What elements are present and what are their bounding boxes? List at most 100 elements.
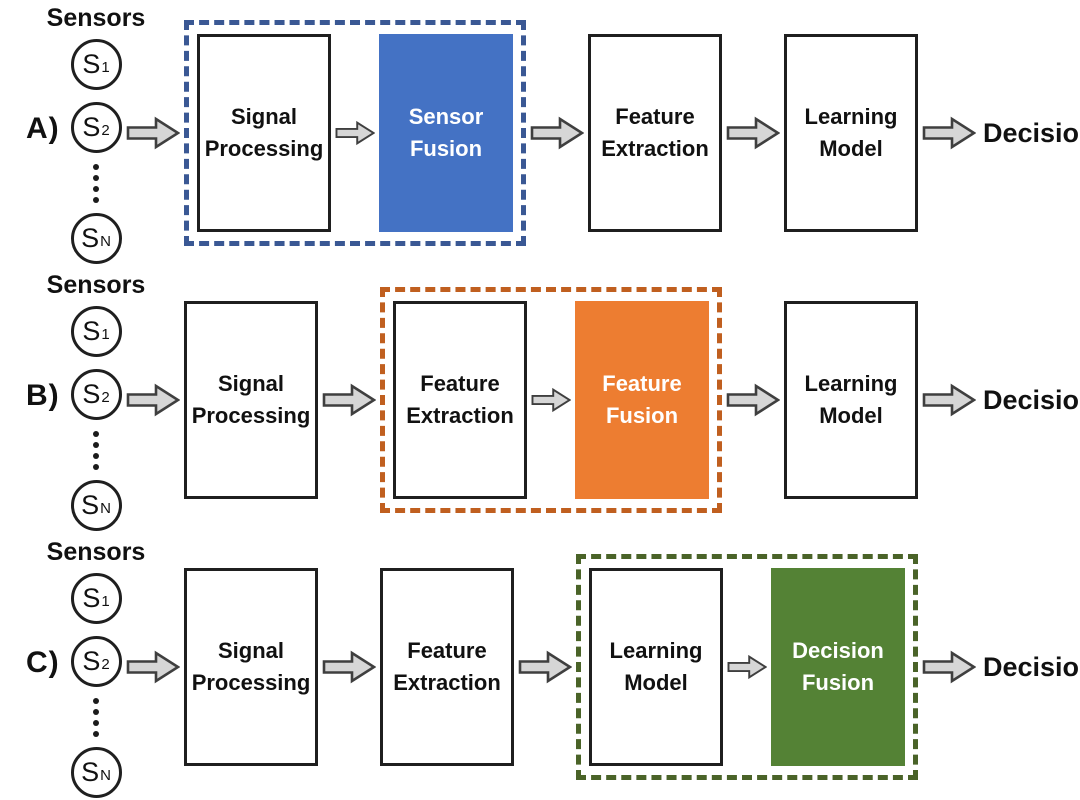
sensor-symbol: S (82, 646, 101, 676)
sensor-symbol: S (82, 583, 101, 613)
row-label: A) (26, 112, 60, 145)
pipeline-flow: Signal Processing Feature Extraction Lea… (124, 534, 1080, 800)
sensor-symbol: S (81, 490, 100, 520)
ellipsis-dots (93, 161, 99, 205)
stage-label: Model (819, 136, 883, 161)
stage-label: Fusion (605, 403, 679, 428)
stage-label: Learning (804, 371, 898, 397)
ellipsis-dots (93, 695, 99, 739)
stage-decision-fusion: Decision Fusion (771, 568, 905, 766)
flow-arrow-icon (922, 115, 976, 151)
sensors-title: Sensors (46, 538, 146, 566)
sensor-symbol: S (82, 112, 101, 142)
stage-signal-processing: Signal Processing (184, 301, 318, 499)
fusion-group-early: Signal Processing Sensor Fusion (184, 20, 526, 246)
sensor-subscript: N (100, 233, 111, 250)
stage-feature-extraction: Feature Extraction (393, 301, 527, 499)
flow-arrow-icon (726, 115, 780, 151)
fusion-group-feature: Feature Extraction Feature Fusion (380, 287, 722, 513)
flow-arrow-icon (518, 649, 572, 685)
sensor-subscript: N (100, 500, 111, 517)
stage-label: Extraction (601, 136, 709, 161)
sensor-symbol: S (81, 223, 100, 253)
stage-signal-processing: Signal Processing (197, 34, 331, 232)
sensor-subscript: 2 (101, 389, 110, 406)
sensor-subscript: N (100, 767, 111, 784)
stage-label: Learning (609, 638, 703, 664)
sensors-title: Sensors (46, 4, 146, 32)
flow-arrow-icon (727, 653, 767, 681)
stage-signal-processing: Signal Processing (184, 568, 318, 766)
sensor-subscript: 2 (101, 656, 110, 673)
pipeline-flow: Signal Processing Feature Extraction Fea… (124, 267, 1080, 533)
stage-feature-extraction: Feature Extraction (380, 568, 514, 766)
stage-label: Fusion (801, 670, 875, 695)
stage-label: Feature (615, 104, 695, 130)
stage-label: Feature (602, 371, 682, 397)
sensors-title: Sensors (46, 271, 146, 299)
row-label: B) (26, 379, 60, 412)
sensor-subscript: 2 (101, 122, 110, 139)
stage-label: Fusion (409, 136, 483, 161)
ellipsis-dots (93, 428, 99, 472)
flow-arrow-icon (922, 649, 976, 685)
stage-label: Processing (204, 136, 324, 161)
sensor-subscript: 1 (101, 593, 110, 610)
stage-feature-fusion: Feature Fusion (575, 301, 709, 499)
flow-arrow-icon (126, 382, 180, 418)
stage-label: Model (624, 670, 688, 695)
stage-label: Extraction (406, 403, 514, 428)
flow-arrow-icon (726, 382, 780, 418)
flow-arrow-icon (126, 115, 180, 151)
stage-label: Feature (420, 371, 500, 397)
stage-label: Model (819, 403, 883, 428)
stage-learning-model: Learning Model (784, 301, 918, 499)
stage-label: Signal (230, 104, 297, 130)
sensor-symbol: S (82, 49, 101, 79)
sensor-subscript: 1 (101, 59, 110, 76)
stage-learning-model: Learning Model (784, 34, 918, 232)
stage-learning-model: Learning Model (589, 568, 723, 766)
stage-label: Decision (792, 638, 884, 664)
decision-output-label: Decision (983, 651, 1080, 682)
flow-arrow-icon (922, 382, 976, 418)
stage-label: Learning (804, 104, 898, 130)
flow-arrow-icon (531, 386, 571, 414)
flow-arrow-icon (335, 119, 375, 147)
stage-label: Sensor (408, 104, 484, 130)
sensor-symbol: S (81, 757, 100, 787)
stage-label: Processing (191, 670, 311, 695)
stage-label: Feature (407, 638, 487, 664)
stage-label: Processing (191, 403, 311, 428)
stage-feature-extraction: Feature Extraction (588, 34, 722, 232)
flow-arrow-icon (322, 649, 376, 685)
stage-sensor-fusion: Sensor Fusion (379, 34, 513, 232)
sensor-symbol: S (82, 316, 101, 346)
flow-arrow-icon (126, 649, 180, 685)
row-label: C) (26, 646, 60, 679)
pipeline-flow: Signal Processing Sensor Fusion Feature … (124, 0, 1080, 266)
decision-output-label: Decision (983, 117, 1080, 148)
stage-label: Signal (217, 638, 284, 664)
stage-label: Signal (217, 371, 284, 397)
sensor-symbol: S (82, 379, 101, 409)
flow-arrow-icon (530, 115, 584, 151)
sensor-subscript: 1 (101, 326, 110, 343)
fusion-group-decision: Learning Model Decision Fusion (576, 554, 918, 780)
